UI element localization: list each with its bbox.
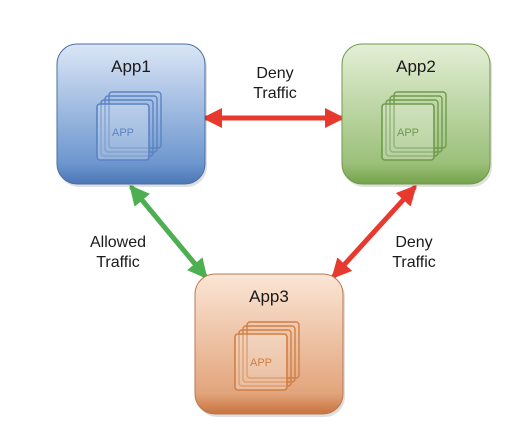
stacked-app-icon: APP (234, 321, 300, 391)
stacked-app-icon: APP (96, 91, 162, 161)
edge-label-line: Traffic (96, 254, 140, 271)
edges-layer (129, 108, 417, 280)
edge-label-line: Traffic (392, 254, 436, 271)
stacked-app-icon: APP (381, 91, 447, 161)
node-title: App1 (111, 57, 151, 76)
edge-label-line: Allowed (90, 234, 146, 251)
app-icon-label: APP (397, 127, 419, 139)
node-title: App2 (396, 57, 436, 76)
edge-label-line: Deny (395, 234, 432, 251)
app-icon-label: APP (250, 357, 272, 369)
node-box (56, 43, 206, 185)
node-box (194, 273, 344, 415)
edge-arrow-app2-app3 (331, 185, 417, 279)
edge-label-line: Traffic (253, 85, 297, 102)
edge-label-line: Deny (256, 65, 293, 82)
app-icon-label: APP (112, 127, 134, 139)
node-box (341, 43, 491, 185)
node-title: App3 (249, 287, 289, 306)
edge-arrow-app1-app3 (129, 184, 208, 280)
